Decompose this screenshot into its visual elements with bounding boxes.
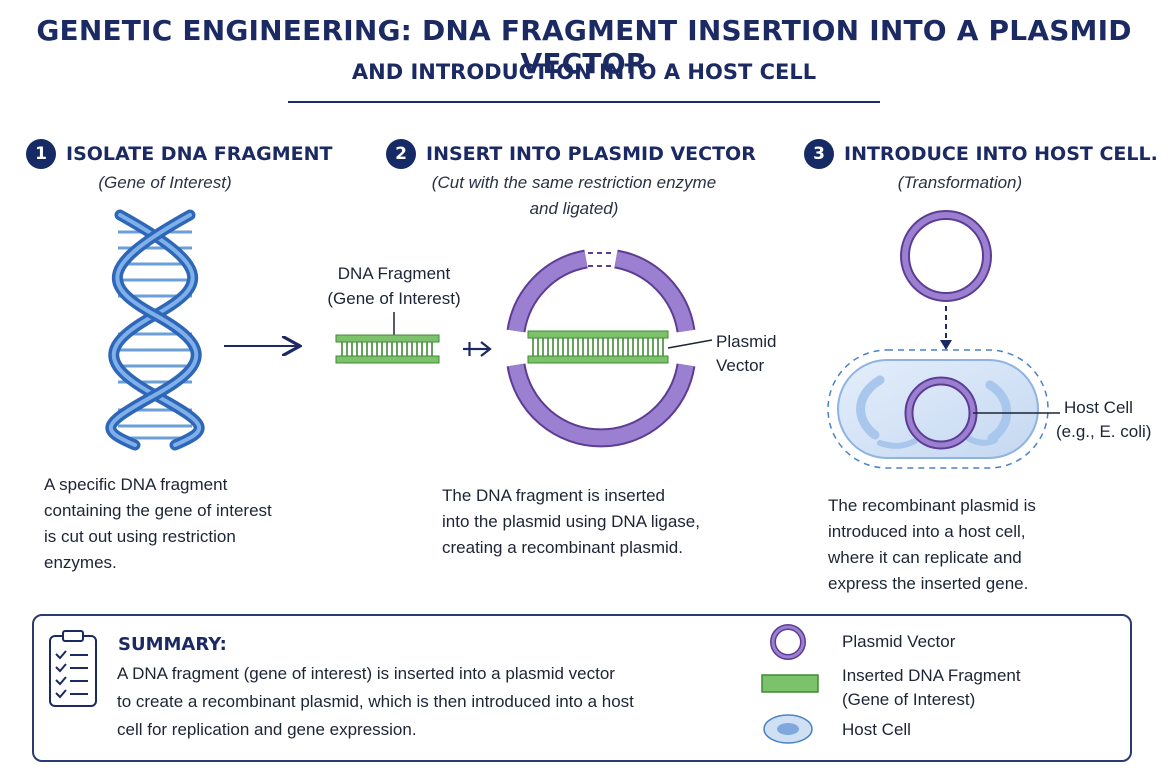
legend-fragment-label: Inserted DNA Fragment (Gene of Interest) — [842, 664, 1021, 712]
step-2-desc-line: creating a recombinant plasmid. — [442, 538, 683, 557]
summary-panel — [32, 614, 1132, 762]
step-2-subtitle-line-1: (Cut with the same restriction enzyme — [431, 173, 717, 192]
host-cell-label-2: (e.g., E. coli) — [1056, 422, 1151, 441]
page-subtitle: AND INTRODUCTION INTO A HOST CELL — [351, 60, 817, 84]
step-1-title: ISOLATE DNA FRAGMENT — [66, 143, 333, 165]
step-3-number: 3 — [804, 139, 834, 169]
dna-fragment-label-1: DNA Fragment — [338, 264, 451, 283]
step-3-desc-line: introduced into a host cell, — [828, 522, 1026, 541]
page-title: GENETIC ENGINEERING: DNA FRAGMENT INSERT… — [36, 14, 1132, 80]
legend-plasmid-label: Plasmid Vector — [842, 632, 956, 651]
step-1-number: 1 — [26, 139, 56, 169]
legend-host-cell-label: Host Cell — [842, 720, 911, 739]
dna-helix-icon — [105, 209, 205, 451]
dna-fragment-label-2: (Gene of Interest) — [327, 289, 460, 308]
step-1-subtitle: (Gene of Interest) — [40, 170, 290, 196]
step-2-desc-line: into the plasmid using DNA ligase, — [442, 512, 700, 531]
step-1-desc-line: is cut out using restriction — [44, 527, 236, 546]
plasmid-vector-label-1: Plasmid — [716, 332, 776, 351]
summary-text: A DNA fragment (gene of interest) is ins… — [117, 660, 677, 744]
summary-line: A DNA fragment (gene of interest) is ins… — [117, 664, 615, 683]
legend-host-cell-icon — [763, 714, 813, 744]
step-2-header: 2 INSERT INTO PLASMID VECTOR — [386, 139, 756, 169]
plasmid-vector-label-2: Vector — [716, 356, 765, 375]
step-1-desc-line: A specific DNA fragment — [44, 475, 228, 494]
legend-fragment-line: Inserted DNA Fragment — [842, 666, 1021, 685]
step-1-desc-line: containing the gene of interest — [44, 501, 272, 520]
summary-title: SUMMARY: — [118, 634, 227, 655]
legend-fragment-line: (Gene of Interest) — [842, 690, 976, 709]
step-3-desc-line: where it can replicate and — [828, 548, 1022, 567]
summary-line: cell for replication and gene expression… — [117, 720, 417, 739]
step-1-header: 1 ISOLATE DNA FRAGMENT — [26, 139, 332, 169]
ligation-arrow-icon — [463, 341, 492, 357]
title-divider — [288, 101, 880, 103]
step-3-subtitle-line: (Transformation) — [897, 173, 1023, 192]
step-3-title: INTRODUCE INTO HOST CELL. — [844, 143, 1158, 165]
step-3-desc-line: The recombinant plasmid is — [828, 496, 1036, 515]
dna-fragment-icon: DNA Fragment (Gene of Interest) — [327, 264, 461, 364]
summary-line: to create a recombinant plasmid, which i… — [117, 692, 634, 711]
step-3-description: The recombinant plasmid is introduced in… — [828, 493, 1108, 597]
legend-fragment-icon — [761, 674, 819, 693]
legend-plasmid-icon — [770, 624, 806, 660]
step-3-subtitle: (Transformation) — [840, 170, 1080, 196]
step-1-desc-line: enzymes. — [44, 553, 117, 572]
step-2-title: INSERT INTO PLASMID VECTOR — [426, 143, 756, 165]
step-2-subtitle: (Cut with the same restriction enzyme an… — [394, 170, 754, 222]
step-3-header: 3 INTRODUCE INTO HOST CELL. — [804, 139, 1158, 169]
step-3-desc-line: express the inserted gene. — [828, 574, 1029, 593]
step-2-subtitle-line-2: and ligated) — [529, 199, 619, 218]
checklist-icon — [49, 630, 97, 707]
host-cell-label-1: Host Cell — [1064, 398, 1133, 417]
recombinant-plasmid-icon — [900, 210, 992, 302]
plasmid-vector-icon: Plasmid Vector — [506, 249, 776, 448]
step-1-subtitle-line: (Gene of Interest) — [98, 173, 232, 192]
step-2-number: 2 — [386, 139, 416, 169]
step-2-description: The DNA fragment is inserted into the pl… — [442, 483, 742, 561]
step-1-description: A specific DNA fragment containing the g… — [44, 472, 304, 576]
host-cell-icon — [827, 349, 1060, 469]
step-2-desc-line: The DNA fragment is inserted — [442, 486, 665, 505]
